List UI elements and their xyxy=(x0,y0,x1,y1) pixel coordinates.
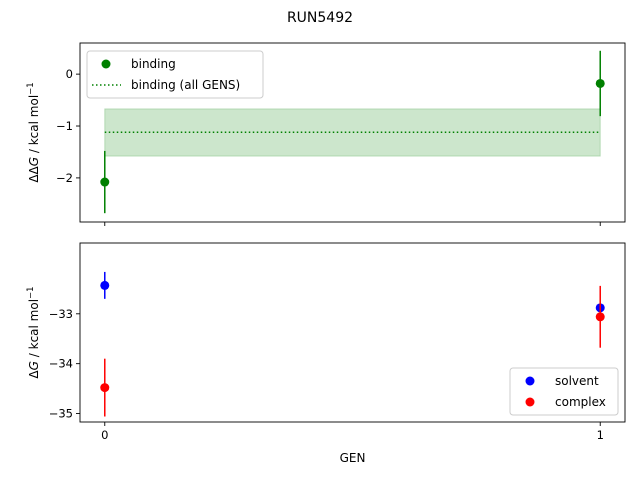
complex-point xyxy=(100,383,110,393)
legend-box xyxy=(509,367,619,416)
x-tick-label: 1 xyxy=(597,428,604,442)
binding-point xyxy=(595,78,605,88)
x-axis-label: GEN xyxy=(340,451,366,465)
legend-label-reference: binding (all GENS) xyxy=(131,78,240,92)
y-tick-label: −2 xyxy=(56,171,73,185)
binding-point xyxy=(100,177,110,187)
y-axis-label: ΔG / kcal mol−1 xyxy=(26,286,41,378)
legend-box xyxy=(86,50,264,99)
axes-frame xyxy=(79,242,626,423)
complex-point xyxy=(595,312,605,322)
y-tick-label: −35 xyxy=(49,407,73,421)
axes-frame xyxy=(79,42,626,223)
legend-marker-complex xyxy=(525,397,535,407)
y-tick-label: −33 xyxy=(49,307,73,321)
legend-marker-binding xyxy=(101,59,111,69)
y-axis-label: ΔΔG / kcal mol−1 xyxy=(26,82,41,182)
legend: solvent complex xyxy=(509,367,619,416)
legend-label-solvent: solvent xyxy=(555,374,599,388)
x-tick-label: 0 xyxy=(101,428,108,442)
y-tick-label: −1 xyxy=(56,119,73,133)
legend-marker-solvent xyxy=(525,376,535,386)
y-tick-label: 0 xyxy=(66,67,73,81)
figure-title: RUN5492 xyxy=(287,10,353,26)
solvent-point xyxy=(100,280,110,290)
legend-label-binding: binding xyxy=(131,57,176,71)
legend-label-complex: complex xyxy=(555,395,606,409)
binding-plot: 0 −1 −2 ΔΔG / kcal mol−1 binding binding (all… xyxy=(26,42,626,226)
y-tick-label: −34 xyxy=(49,357,73,371)
legend: binding binding (all GENS) xyxy=(86,50,264,99)
